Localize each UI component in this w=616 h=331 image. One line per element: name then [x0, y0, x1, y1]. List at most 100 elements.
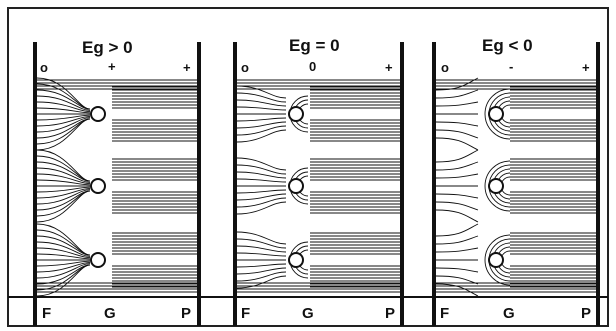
field-line [236, 92, 287, 103]
panel-2-label-P: P [385, 305, 395, 322]
field-line [435, 101, 479, 107]
field-line [435, 89, 479, 99]
field-line [36, 223, 91, 256]
field-line [36, 107, 91, 114]
grid-wire [90, 178, 106, 194]
panel-1-label-F: F [42, 305, 51, 322]
panel-2-field-lines [236, 79, 400, 293]
grid-wire [488, 252, 504, 268]
field-line [435, 121, 479, 127]
field-line [236, 193, 287, 201]
field-line [36, 261, 91, 273]
field-line [435, 193, 479, 199]
panel-3-label-G: G [503, 305, 515, 322]
panel-3-top-left-sign: o [441, 60, 449, 75]
panel-1-field-lines [36, 77, 197, 297]
field-line [236, 117, 287, 122]
field-line [36, 101, 91, 113]
field-line [236, 178, 287, 183]
field-line [236, 231, 287, 245]
field-line [36, 241, 91, 257]
field-line [435, 235, 479, 245]
field-line [435, 173, 479, 179]
field-line [36, 114, 91, 121]
field-line [435, 137, 479, 151]
field-line [236, 171, 287, 179]
panel-1-label-P: P [181, 305, 191, 322]
field-line [435, 267, 479, 273]
field-line [236, 125, 287, 136]
field-line [36, 263, 91, 279]
grid-wire [488, 106, 504, 122]
field-line [36, 118, 91, 151]
field-line [36, 117, 91, 133]
grid-wire [288, 252, 304, 268]
field-line [36, 187, 91, 199]
field-line [36, 235, 91, 256]
field-line [36, 173, 91, 185]
field-line [236, 157, 287, 171]
panel-2-label-F: F [241, 305, 250, 322]
field-line [435, 149, 479, 163]
field-line [435, 223, 479, 237]
field-line [484, 160, 511, 212]
panel-2-top-mid-sign: 0 [309, 59, 316, 74]
field-line [36, 95, 91, 111]
panel-3-title: Eg < 0 [482, 36, 533, 55]
field-line [236, 201, 287, 215]
field-line [435, 129, 479, 139]
outer-frame [7, 7, 609, 327]
field-line [36, 161, 91, 182]
panel-3-top-mid-sign: - [509, 59, 513, 74]
panel-2: Eg = 0 o 0 + F G P [233, 36, 404, 326]
panel-1: Eg > 0 o + + F G P [33, 38, 201, 326]
field-line [236, 245, 287, 253]
field-line [236, 271, 287, 282]
panel-3-label-F: F [440, 305, 449, 322]
panel-2-title: Eg = 0 [289, 36, 340, 55]
field-line [36, 167, 91, 183]
panel-1-title: Eg > 0 [82, 38, 133, 57]
grid-wire [288, 106, 304, 122]
field-line [435, 161, 479, 171]
field-line [435, 77, 479, 91]
field-line [236, 238, 287, 249]
field-line [36, 253, 91, 260]
field-line [36, 118, 91, 139]
panel-2-top-left-sign: o [241, 60, 249, 75]
panel-3-field-lines [435, 77, 596, 297]
field-line [36, 189, 91, 205]
panel-1-top-right-sign: + [183, 60, 191, 75]
field-line [236, 189, 287, 194]
field-line [435, 247, 479, 253]
grid-wire [90, 252, 106, 268]
field-line [435, 201, 479, 211]
field-line [36, 190, 91, 211]
field-line [36, 190, 91, 223]
panel-3-top-right-sign: + [582, 60, 590, 75]
field-line [36, 186, 91, 193]
field-line [236, 106, 287, 111]
field-line [435, 275, 479, 285]
field-line [36, 115, 91, 127]
field-line [36, 149, 91, 182]
panel-2-label-G: G [302, 305, 314, 322]
field-line [36, 264, 91, 297]
field-line [435, 283, 479, 297]
field-line [236, 267, 287, 275]
field-line [36, 260, 91, 267]
field-line [236, 164, 287, 175]
panel-3: Eg < 0 o - + F G P [432, 36, 600, 326]
field-line [236, 121, 287, 129]
field-line [36, 264, 91, 285]
field-line [236, 275, 287, 289]
field-line [236, 99, 287, 107]
panel-1-label-G: G [104, 305, 116, 322]
panel-1-top-left-sign: o [40, 60, 48, 75]
field-line [236, 129, 287, 143]
field-line [36, 89, 91, 110]
panel-1-top-mid-sign: + [108, 59, 116, 74]
grid-wire [488, 178, 504, 194]
